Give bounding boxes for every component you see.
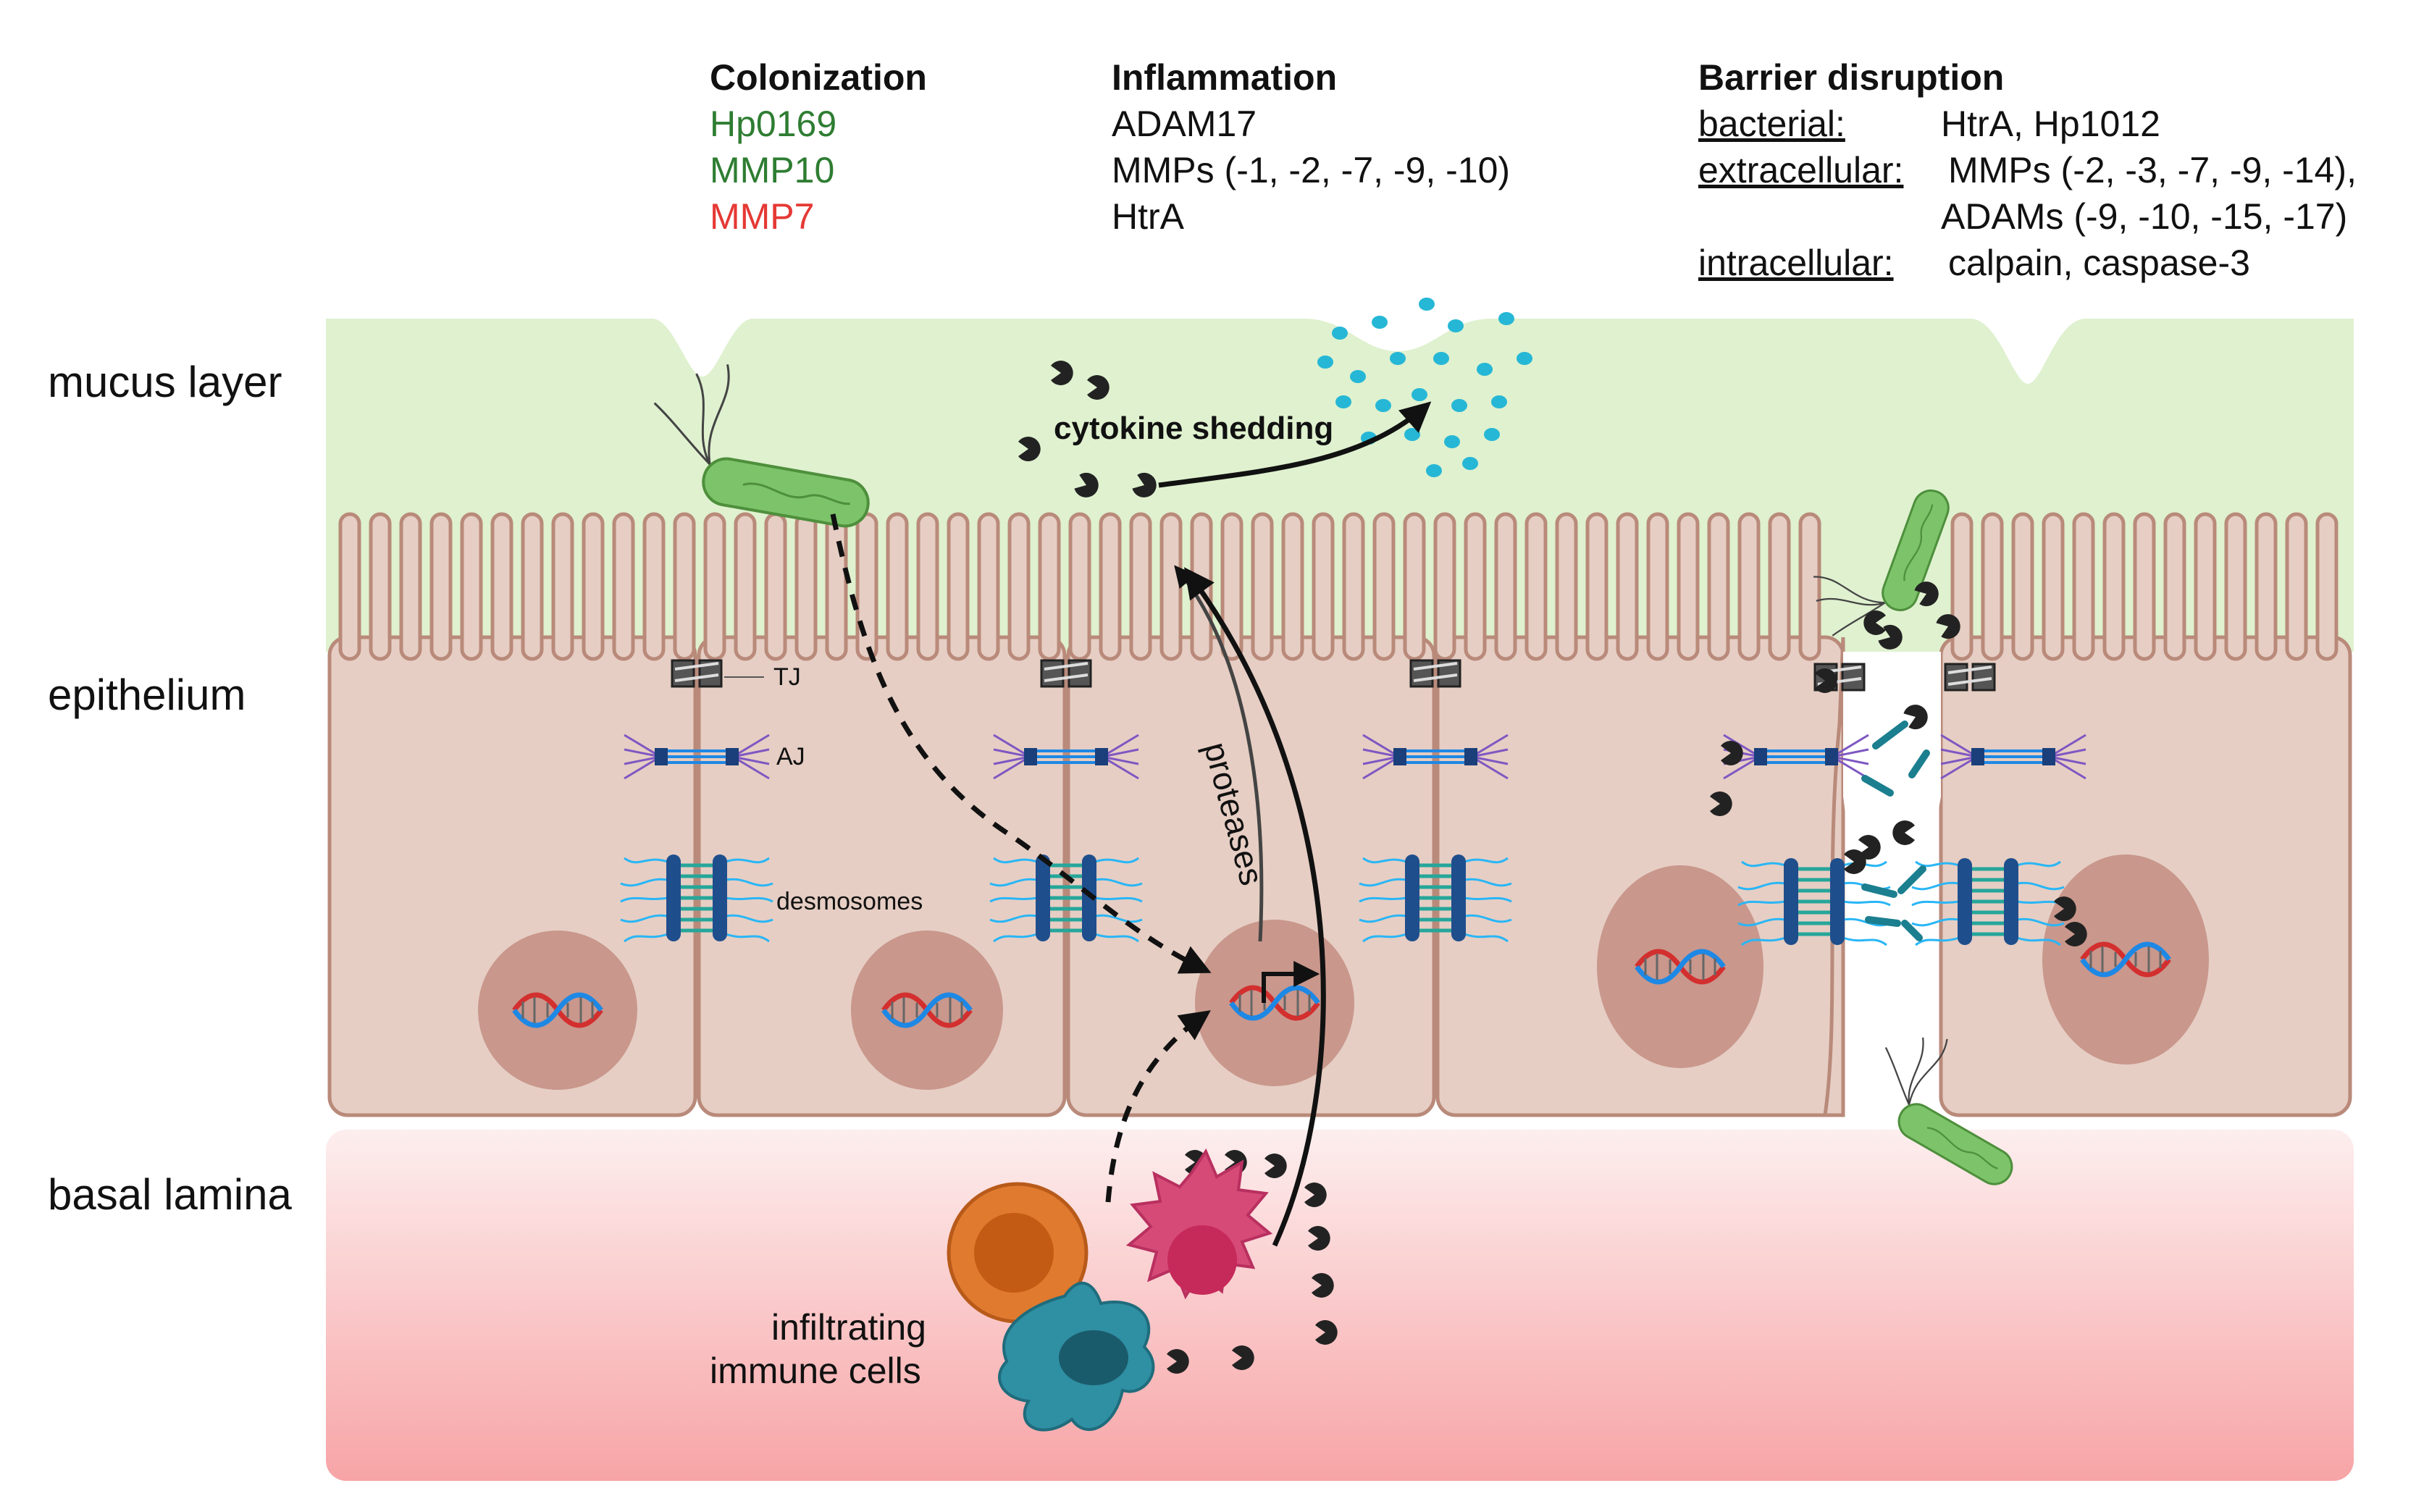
- microvillus: [2072, 512, 2095, 661]
- colonization-dashed-arrow: [830, 513, 1212, 974]
- barrier-value-extracellular-mmps: MMPs (-2, -3, -7, -9, -14),: [1948, 150, 2357, 190]
- microvillus: [399, 512, 422, 661]
- barrier-label-intracellular: intracellular:: [1698, 243, 1894, 283]
- immune-label-line1: infiltrating: [771, 1307, 926, 1348]
- microvillus: [1707, 512, 1730, 661]
- layer-label-mucus: mucus layer: [48, 358, 282, 406]
- basal-lamina: [326, 1130, 2354, 1481]
- microvillus: [977, 512, 1000, 661]
- microvillus: [1159, 512, 1183, 661]
- microvillus: [1312, 512, 1335, 661]
- microvillus: [2194, 512, 2217, 661]
- microvillus: [1677, 512, 1700, 661]
- microvillus: [1190, 512, 1213, 661]
- immune-dashed-arrow: [1105, 1010, 1211, 1203]
- microvillus: [1372, 512, 1396, 661]
- colonization-item-mmp10: MMP10: [710, 150, 835, 190]
- microvillus: [521, 512, 544, 661]
- microvillus: [369, 512, 392, 661]
- cytokine-shedding-label: cytokine shedding: [1054, 411, 1334, 446]
- immune-label-line2: immune cells: [710, 1351, 921, 1391]
- immune-cell-icon: [947, 1148, 1273, 1432]
- proteases-arrow-from-nucleus: [1174, 565, 1264, 942]
- microvillus: [1524, 512, 1548, 661]
- microvillus: [1099, 512, 1122, 661]
- microvillus: [2042, 512, 2065, 661]
- microvillus: [1555, 512, 1578, 661]
- desmosomes-label: desmosomes: [776, 888, 923, 915]
- aj-label: AJ: [776, 743, 805, 770]
- inflammation-title: Inflammation: [1112, 57, 1338, 98]
- microvillus: [734, 512, 757, 661]
- microvillus: [794, 512, 818, 661]
- microvillus: [1433, 512, 1456, 661]
- microvillus: [1494, 512, 1517, 661]
- microvilli: [338, 512, 2339, 661]
- microvillus: [2133, 512, 2156, 661]
- microvillus: [1616, 512, 1639, 661]
- microvillus: [429, 512, 453, 661]
- microvillus: [1342, 512, 1365, 661]
- arrows: [830, 401, 1432, 1247]
- microvillus: [1281, 512, 1304, 661]
- microvillus: [1950, 512, 1974, 661]
- microvillus: [490, 512, 513, 661]
- colonization-item-hp0169: Hp0169: [710, 104, 837, 144]
- microvillus: [338, 512, 361, 661]
- microvillus: [947, 512, 970, 661]
- microvillus: [460, 512, 483, 661]
- inflammation-item-mmps: MMPs (-1, -2, -7, -9, -10): [1112, 150, 1511, 190]
- colonization-item-mmp7: MMP7: [710, 196, 815, 237]
- microvillus: [1737, 512, 1761, 661]
- transcription-arrow-icon: [1262, 961, 1320, 1003]
- layer-label-epithelium: epithelium: [48, 671, 246, 719]
- microvillus: [916, 512, 939, 661]
- microvillus: [1464, 512, 1487, 661]
- microvillus: [2224, 512, 2247, 661]
- microvillus: [1768, 512, 1791, 661]
- microvillus: [764, 512, 787, 661]
- microvillus: [1585, 512, 1608, 661]
- microvillus: [551, 512, 574, 661]
- microvillus: [1403, 512, 1426, 661]
- microvillus: [825, 512, 848, 661]
- barrier-value-extracellular-adams: ADAMs (-9, -10, -15, -17): [1941, 196, 2348, 237]
- microvillus: [1646, 512, 1669, 661]
- microvillus: [1129, 512, 1152, 661]
- barrier-title: Barrier disruption: [1698, 57, 2005, 98]
- tj-label: TJ: [773, 663, 801, 691]
- barrier-value-bacterial: HtrA, Hp1012: [1941, 104, 2160, 144]
- microvillus: [1981, 512, 2004, 661]
- microvillus: [2163, 512, 2186, 661]
- microvillus: [2011, 512, 2034, 661]
- microvillus: [2315, 512, 2339, 661]
- microvillus: [1220, 512, 1243, 661]
- microvillus: [1798, 512, 1821, 661]
- inflammation-item-htra: HtrA: [1112, 196, 1184, 237]
- microvillus: [1038, 512, 1061, 661]
- microvillus: [2254, 512, 2278, 661]
- microvillus: [1251, 512, 1274, 661]
- microvillus: [886, 512, 909, 661]
- barrier-label-bacterial: bacterial:: [1698, 104, 1845, 144]
- layer-label-basal: basal lamina: [48, 1170, 292, 1219]
- proteases-arrow-from-immune: [1183, 567, 1326, 1247]
- barrier-label-extracellular: extracellular:: [1698, 150, 1904, 190]
- colonization-title: Colonization: [710, 57, 927, 98]
- microvillus: [1068, 512, 1091, 661]
- microvillus: [612, 512, 635, 661]
- junction-fragments: [1861, 721, 1930, 941]
- microvillus: [703, 512, 726, 661]
- microvillus: [855, 512, 878, 661]
- microvillus: [642, 512, 666, 661]
- cytokine-shedding-arrow: [1158, 401, 1432, 488]
- microvillus: [2285, 512, 2308, 661]
- microvillus: [1007, 512, 1031, 661]
- microvillus: [2102, 512, 2126, 661]
- barrier-value-intracellular: calpain, caspase-3: [1948, 243, 2250, 283]
- inflammation-item-adam17: ADAM17: [1112, 104, 1257, 144]
- microvillus: [582, 512, 605, 661]
- microvillus: [673, 512, 696, 661]
